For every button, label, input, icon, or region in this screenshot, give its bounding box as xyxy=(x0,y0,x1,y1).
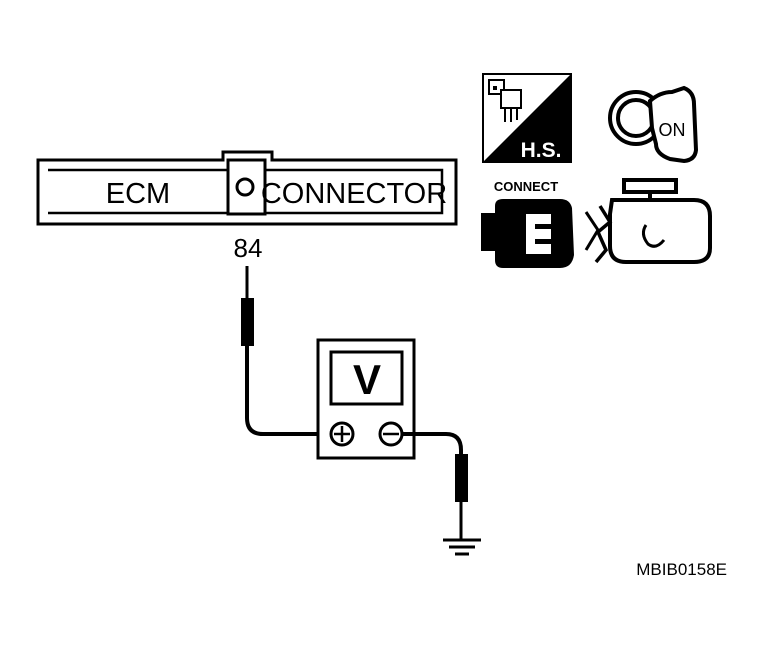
connector-ecm-label: ECM xyxy=(106,178,170,210)
positive-probe xyxy=(241,298,254,346)
positive-lead xyxy=(241,266,330,436)
connector-terminal-hole xyxy=(235,177,255,197)
positive-terminal-icon xyxy=(329,421,355,447)
ecm-connector: ECM CONNECTOR xyxy=(36,150,458,226)
voltmeter-symbol: V xyxy=(353,356,381,403)
engine-icon xyxy=(584,178,712,264)
harness-side-label: H.S. xyxy=(521,139,562,162)
ignition-on-label: ON xyxy=(659,120,686,140)
voltmeter-display xyxy=(329,350,404,406)
connector-name-label: CONNECTOR xyxy=(261,178,447,210)
voltmeter: V xyxy=(316,338,416,460)
terminal-number: 84 xyxy=(234,233,263,263)
figure-code: MBIB0158E xyxy=(636,560,727,579)
connect-label: CONNECT xyxy=(494,179,558,194)
harness-side-icon: H.S. xyxy=(482,73,572,163)
negative-terminal-icon xyxy=(378,421,404,447)
negative-lead xyxy=(402,432,468,540)
ground-icon xyxy=(443,538,481,556)
connector-connect-icon: CONNECT xyxy=(481,179,574,268)
negative-probe xyxy=(455,454,468,502)
ignition-key-on-icon: ON xyxy=(608,85,699,164)
